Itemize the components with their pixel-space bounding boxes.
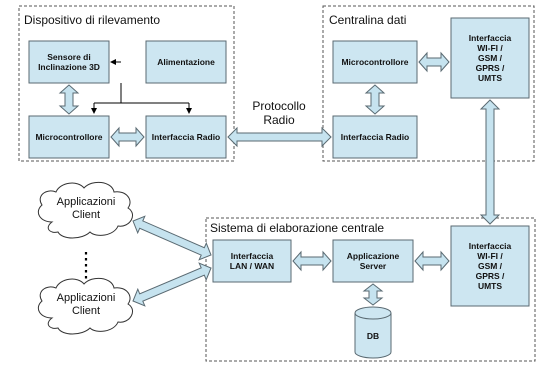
client-bottom-lanwan-arrow (132, 262, 212, 307)
mcu-station-box: Microcontrollore (341, 57, 409, 67)
wifi-station-box-shape (450, 17, 530, 99)
station-mcu-radio-arrow (364, 84, 386, 115)
station-mcu-wifi-arrow (418, 51, 450, 73)
device-group-frame (18, 5, 235, 162)
station-group-frame (322, 5, 535, 162)
server-db-arrow (362, 283, 384, 306)
radio-device-box-shape (145, 115, 227, 159)
radio-station-box-shape (332, 115, 418, 159)
server-box-shape (332, 239, 414, 283)
mcu-radio-arrow (110, 126, 145, 148)
connection-arrows (58, 51, 501, 307)
db-cylinder (354, 306, 392, 359)
station-group-title: Centralina dati (329, 13, 407, 27)
lanwan-server-arrow (292, 250, 332, 272)
central-group-title: Sistema di elaborazione centrale (210, 221, 385, 235)
client-bottom-label: Applicazioni Client (56, 292, 116, 317)
sensor-mcu-arrow (58, 84, 80, 115)
power-box-shape (145, 40, 227, 84)
mcu-device-box-shape (28, 115, 110, 159)
client-top-cloud (37, 181, 133, 239)
client-bottom-cloud (37, 277, 133, 335)
central-group-frame (205, 217, 536, 362)
radio-station-box: Interfaccia Radio (340, 132, 410, 142)
server-box: Applicazione Server (346, 251, 400, 271)
device-group-title: Dispositivo di rilevamento (24, 13, 161, 27)
wifi-station-box: Interfaccia WI-FI / GSM / GPRS / UMTS (468, 33, 512, 83)
radio-protocol-label: Protocollo Radio (252, 99, 306, 127)
radio-link-arrow (227, 126, 332, 148)
mcu-station-box-shape (332, 40, 418, 84)
power-lines (91, 59, 192, 114)
wifi-central-box: Interfaccia WI-FI / GSM / GPRS / UMTS (468, 241, 512, 291)
mcu-device-box: Microcontrollore (35, 132, 103, 142)
sensor-box-shape (28, 40, 110, 84)
power-box: Alimentazione (157, 57, 215, 67)
wifi-central-box-shape (450, 225, 530, 307)
db-label: DB (366, 331, 380, 341)
wifi-wifi-arrow (479, 99, 501, 225)
lanwan-box-shape (212, 239, 292, 283)
radio-device-box: Interfaccia Radio (151, 132, 221, 142)
client-top-label: Applicazioni Client (56, 196, 116, 221)
server-wifi-arrow (414, 250, 450, 272)
sensor-box: Sensore di Inclinazione 3D (38, 52, 100, 72)
lanwan-box: Interfaccia LAN / WAN (229, 251, 275, 271)
client-top-lanwan-arrow (132, 215, 212, 261)
